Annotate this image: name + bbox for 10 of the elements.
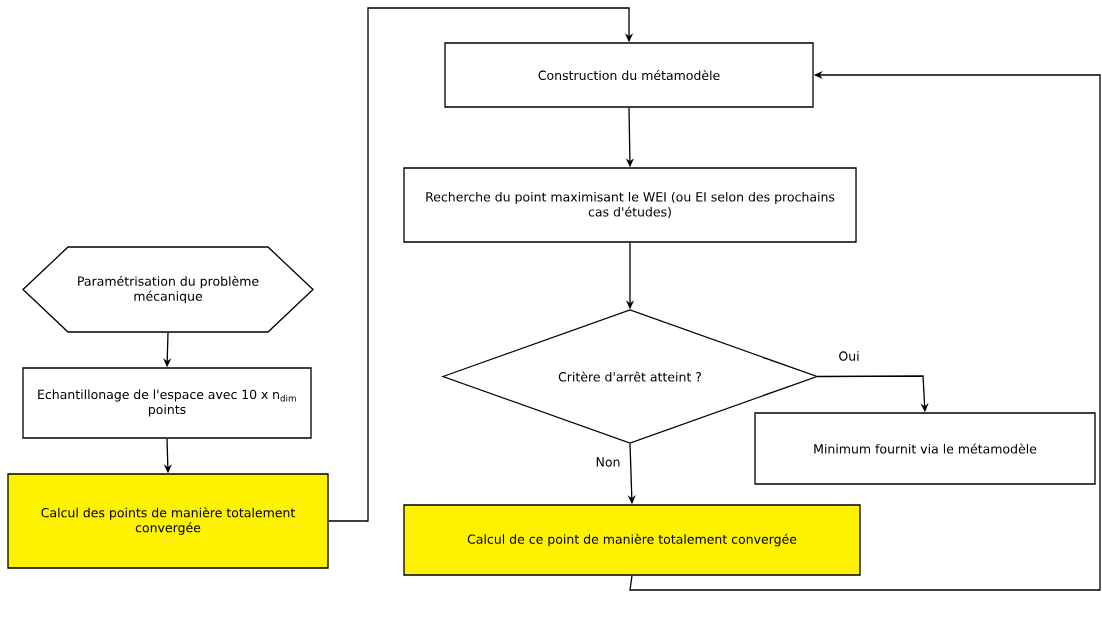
arrow [328,7,634,522]
process-box: Recherche du point maximisant le WEI (ou EI selon des prochains cas d'études) [403,167,857,243]
preparation-hexagon: Paramétrisation du problème mécanique [22,246,314,333]
process-box: Echantillonage de l'espace avec 10 x n$_{dim}$ points [22,367,312,439]
edge-label: Non [594,456,622,468]
process-box: Calcul de ce point de manière totalement convergée [403,504,861,576]
process-box: Calcul des points de manière totalement convergée [7,473,329,569]
process-box: Construction du métamodèle [444,42,814,108]
process-box: Minimum fournit via le métamodèle [754,412,1096,485]
edge-label: Oui [837,350,861,362]
